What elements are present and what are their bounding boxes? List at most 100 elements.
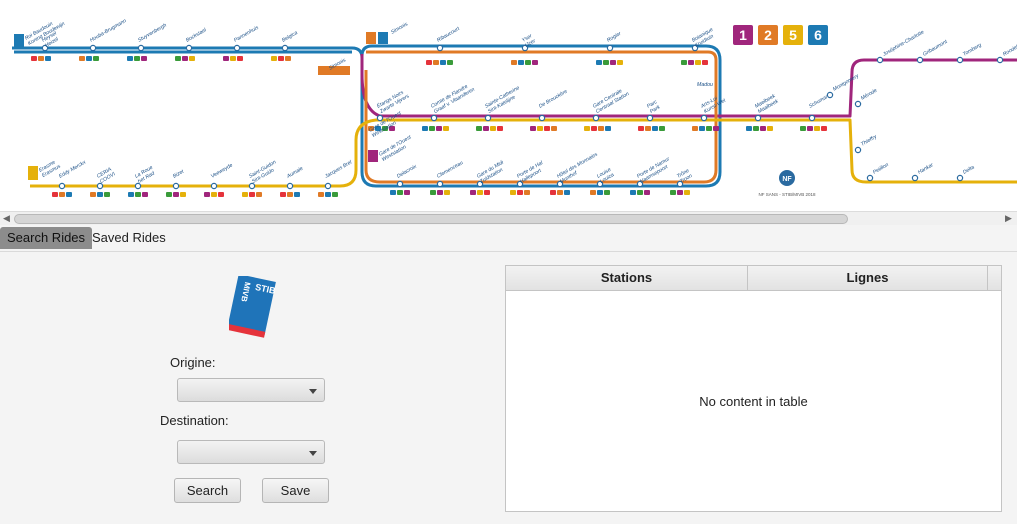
scroll-right-icon[interactable]: ▶ xyxy=(1005,213,1012,223)
station-label-bottom-left: Veeweyde xyxy=(210,162,234,179)
connection-badge xyxy=(645,126,651,131)
connection-badge xyxy=(242,192,248,197)
connection-badge xyxy=(127,56,133,61)
tab-search-rides[interactable]: Search Rides xyxy=(0,227,93,249)
station-label-bottom-loop: Delacroix xyxy=(396,164,418,180)
connection-badge xyxy=(605,126,611,131)
connection-badge xyxy=(66,192,72,197)
connection-badge xyxy=(218,192,224,197)
connection-badge xyxy=(692,126,698,131)
connection-badge xyxy=(652,126,658,131)
line-plate-6b-label: Simonis xyxy=(390,21,409,36)
station-dot xyxy=(866,174,874,182)
connection-badge xyxy=(659,126,665,131)
connection-badge xyxy=(677,190,683,195)
station-dot xyxy=(89,44,97,52)
line-5-route xyxy=(30,118,1017,188)
station-dot xyxy=(596,180,604,188)
connection-badge xyxy=(52,192,58,197)
nf-logo-text: NF xyxy=(782,176,792,183)
connection-badge xyxy=(746,126,752,131)
save-button[interactable]: Save xyxy=(262,478,329,503)
connection-badge xyxy=(551,126,557,131)
station-dot xyxy=(436,44,444,52)
connection-badge xyxy=(318,192,324,197)
connection-badge xyxy=(524,190,530,195)
connection-badge xyxy=(45,56,51,61)
station-label-right: Montgomery xyxy=(832,73,860,93)
connection-badge xyxy=(767,126,773,131)
station-dot xyxy=(134,182,142,190)
station-label-top-left: Houba-Brugmann xyxy=(89,18,128,44)
station-label-right: Hankar xyxy=(917,162,935,176)
station-label-gare-ouest: Gare de l'OuestWeststation xyxy=(368,110,406,139)
column-header-stations[interactable]: Stations xyxy=(506,266,748,290)
connection-badge xyxy=(821,126,827,131)
station-label-right: Gribaumont xyxy=(922,39,949,58)
line-plate-6 xyxy=(14,34,24,48)
connection-badge xyxy=(610,60,616,65)
line-badge-5 xyxy=(783,25,803,45)
search-button[interactable]: Search xyxy=(174,478,241,503)
station-dot xyxy=(676,180,684,188)
station-dot xyxy=(854,146,862,154)
connection-badge xyxy=(537,126,543,131)
station-dot xyxy=(58,182,66,190)
connection-badge xyxy=(476,126,482,131)
table-header: Stations Lignes xyxy=(506,266,1001,291)
station-dot xyxy=(430,114,438,122)
destination-label: Destination: xyxy=(160,413,229,428)
line-badge-6 xyxy=(808,25,828,45)
connection-badge xyxy=(404,190,410,195)
map-horizontal-scrollbar[interactable]: ◀ ▶ xyxy=(0,211,1017,226)
station-label-center: Comte de FlandreGraaf v. Vlaanderen xyxy=(430,81,476,114)
station-dot xyxy=(210,182,218,190)
connection-badge xyxy=(591,126,597,131)
connection-badge xyxy=(230,56,236,61)
station-label-right: Delta xyxy=(962,164,976,175)
station-dot xyxy=(956,174,964,182)
station-dot xyxy=(96,182,104,190)
station-dot xyxy=(646,114,654,122)
connection-badge xyxy=(557,190,563,195)
connection-badge xyxy=(128,192,134,197)
station-dot xyxy=(691,44,699,52)
station-label-right: Thieffry xyxy=(860,134,878,148)
connection-badge xyxy=(278,56,284,61)
line-badge-1 xyxy=(733,25,753,45)
station-dot xyxy=(911,174,919,182)
connection-badge xyxy=(644,190,650,195)
destination-combobox[interactable] xyxy=(177,440,325,464)
station-dot xyxy=(636,180,644,188)
connection-badge xyxy=(443,126,449,131)
line-badge-label-1: 1 xyxy=(739,27,747,43)
station-dot xyxy=(606,44,614,52)
line-badge-label-5: 5 xyxy=(789,27,797,43)
connection-badge xyxy=(497,126,503,131)
connection-badge xyxy=(617,60,623,65)
line-2-route xyxy=(364,50,718,184)
column-header-lignes[interactable]: Lignes xyxy=(748,266,988,290)
station-dot xyxy=(538,114,546,122)
station-label-center: MaelbeekMaalbeek xyxy=(754,93,780,115)
scrollbar-thumb[interactable] xyxy=(14,214,848,224)
connection-badge xyxy=(510,190,516,195)
station-label-center: Étangs NoirsZwarte Vijvers xyxy=(375,87,411,115)
station-label-bottom-left: Aumale xyxy=(285,166,304,181)
station-label-top-left: Belgica xyxy=(281,30,299,44)
connection-badge xyxy=(141,56,147,61)
connection-badge xyxy=(630,190,636,195)
map-footer-text: NF SANS - STIB/MIVB 2018 xyxy=(758,192,816,197)
connection-badge xyxy=(285,56,291,61)
scroll-left-icon[interactable]: ◀ xyxy=(3,213,10,223)
origin-combobox[interactable] xyxy=(177,378,325,402)
connection-badge xyxy=(375,126,381,131)
connection-badge xyxy=(484,190,490,195)
connection-badge xyxy=(584,126,590,131)
station-dot xyxy=(996,56,1004,64)
station-label-right: Mérode xyxy=(860,88,878,102)
connection-badge xyxy=(90,192,96,197)
tab-saved-rides[interactable]: Saved Rides xyxy=(92,230,166,245)
station-label-bottom-loop: Clemenceau xyxy=(436,160,464,180)
